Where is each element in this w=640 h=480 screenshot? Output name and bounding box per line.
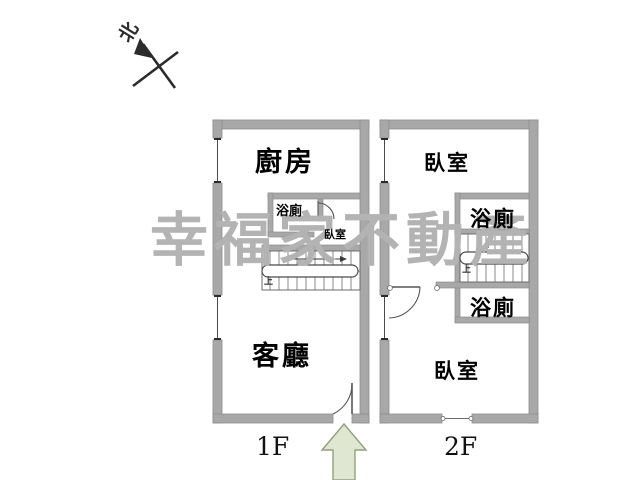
floor-caption-1f: 1F bbox=[256, 432, 290, 461]
floor-1-staircase bbox=[261, 250, 361, 291]
stair-direction-label-1f: 上 bbox=[264, 277, 274, 287]
floor-2-interior-walls bbox=[435, 192, 530, 324]
floor-2-interior-door bbox=[387, 285, 440, 319]
floor-1-window-lower bbox=[214, 295, 221, 340]
north-arrow-icon bbox=[132, 38, 179, 89]
room-label-bathroom-1f: 浴廁 bbox=[276, 204, 303, 219]
stair-direction-label-2f: 上 bbox=[462, 265, 472, 275]
floor-2-staircase bbox=[459, 233, 530, 283]
floor-2-window-upper bbox=[381, 138, 388, 183]
room-label-living-room: 客廳 bbox=[252, 341, 312, 372]
floor-1-interior-walls bbox=[261, 192, 361, 252]
floor-2-structure bbox=[379, 119, 539, 424]
room-label-kitchen: 廚房 bbox=[255, 147, 315, 178]
floor-1-window-upper bbox=[214, 138, 221, 183]
floor-2-window-lower bbox=[381, 295, 388, 340]
room-label-bedroom-upper-2f: 臥室 bbox=[424, 151, 470, 175]
floor-1-bath-door bbox=[317, 201, 335, 220]
floor-1-structure bbox=[212, 119, 370, 424]
room-label-bathroom-upper-2f: 浴廁 bbox=[470, 207, 516, 231]
floor-caption-2f: 2F bbox=[444, 432, 478, 461]
room-label-bedroom-1f: 臥室 bbox=[324, 228, 346, 241]
entrance-arrow-icon bbox=[320, 422, 368, 480]
floor-1-entrance-door bbox=[332, 382, 353, 415]
room-label-bedroom-lower-2f: 臥室 bbox=[434, 359, 480, 383]
room-label-bathroom-lower-2f: 浴廁 bbox=[470, 296, 516, 320]
floor-1-outer-walls bbox=[212, 119, 370, 424]
